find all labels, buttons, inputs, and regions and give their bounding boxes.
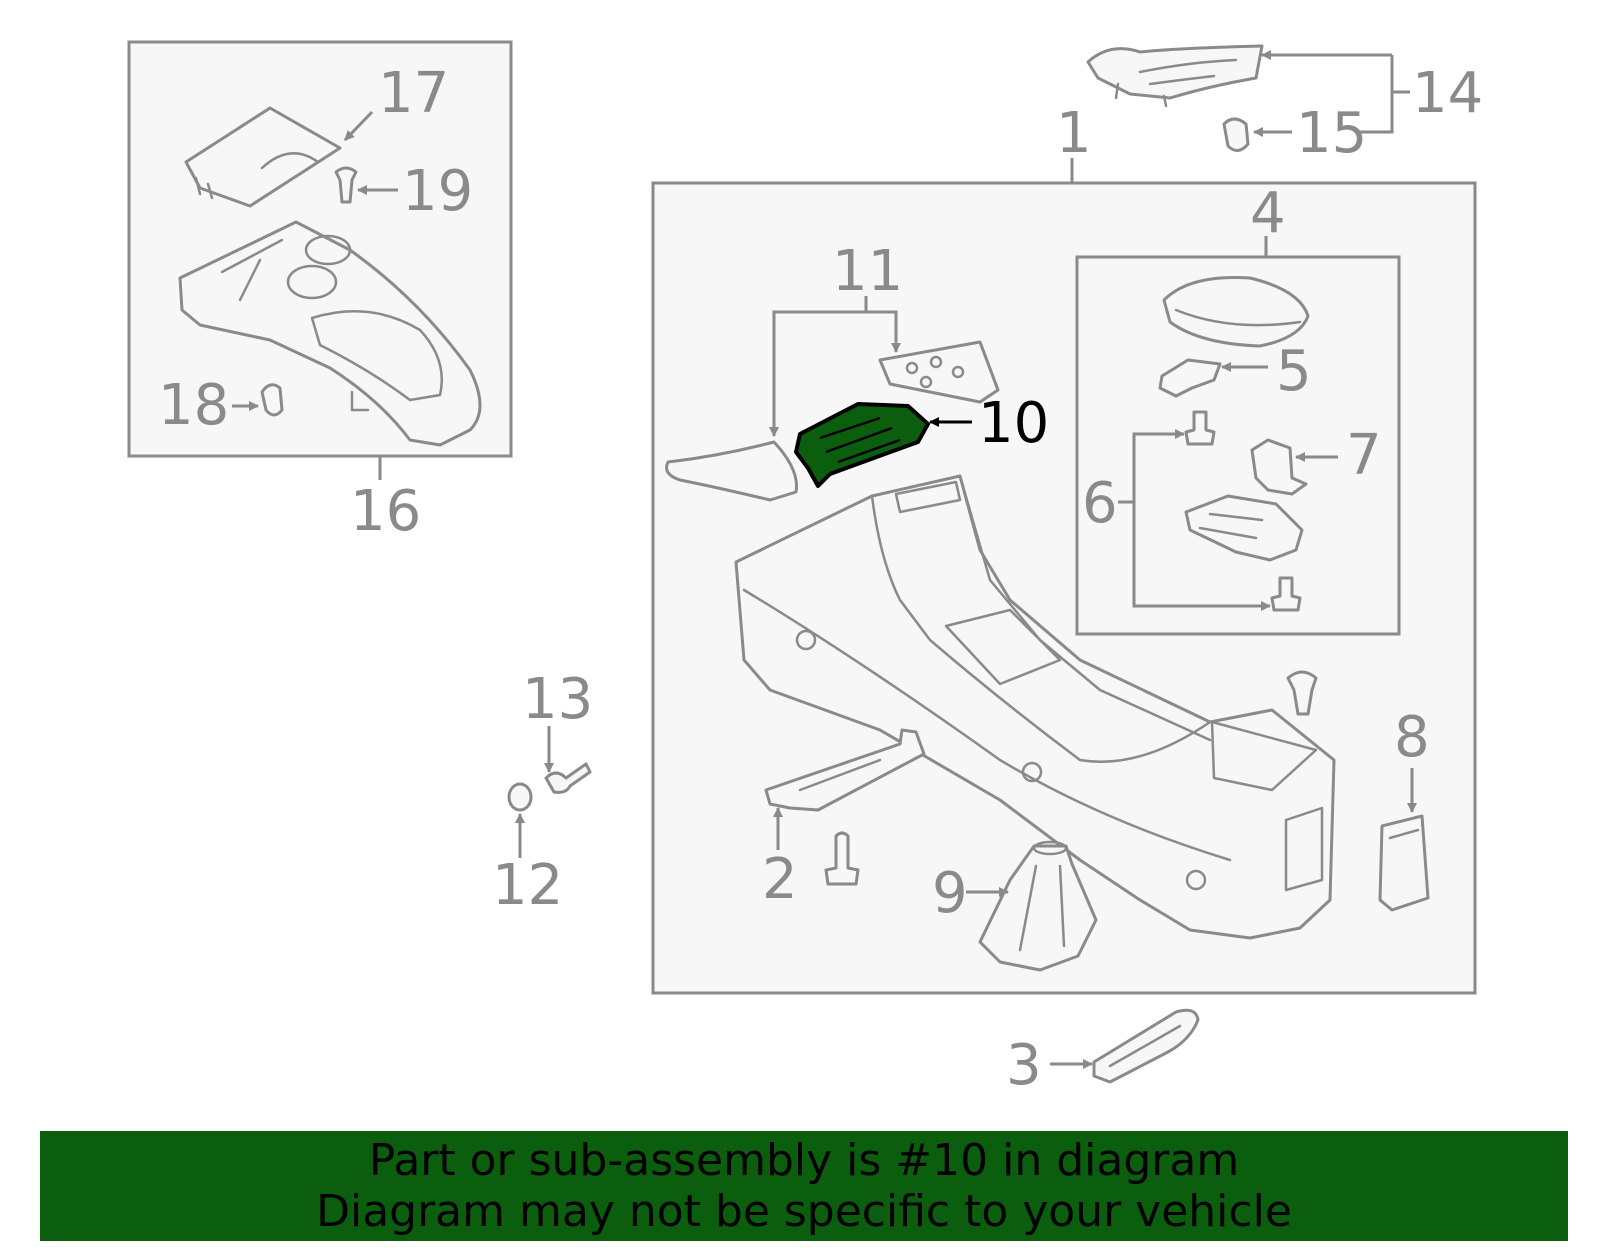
part-10-highlighted [794, 402, 930, 488]
part-8-panel [1378, 814, 1430, 912]
callout-9: 9 [932, 861, 968, 926]
leader-lines [232, 50, 1417, 1069]
callout-19: 19 [402, 159, 473, 224]
callout-5: 5 [1276, 339, 1312, 404]
part-1-screw [1286, 670, 1318, 716]
part-6-base [1184, 494, 1304, 562]
part-2-bracket [764, 728, 926, 812]
callout-4: 4 [1250, 181, 1286, 246]
callout-11: 11 [832, 239, 903, 304]
part-11-panel-right [878, 340, 1000, 404]
callout-3: 3 [1006, 1033, 1042, 1098]
footer-banner: Part or sub-assembly is #10 in diagram D… [40, 1131, 1568, 1241]
footer-line-2: Diagram may not be specific to your vehi… [316, 1186, 1292, 1237]
callout-7: 7 [1346, 423, 1382, 488]
callout-2: 2 [762, 847, 798, 912]
part-17-lid [184, 106, 342, 208]
part-6-screw-lower [1270, 576, 1302, 612]
callout-17: 17 [378, 61, 449, 126]
part-18-clip [260, 383, 284, 417]
callout-13: 13 [522, 667, 593, 732]
part-13-bolt [544, 762, 592, 794]
part-16-console [178, 220, 482, 447]
part-14-bezel [1086, 44, 1264, 108]
part-3-handle [1092, 1008, 1200, 1084]
part-1-console [734, 474, 1336, 940]
part-6-screw-upper [1184, 410, 1216, 446]
part-9-shift-boot [978, 840, 1098, 972]
part-5-latch [1158, 358, 1222, 398]
callout-18: 18 [158, 373, 229, 438]
part-15-clip [1222, 117, 1250, 152]
callout-6: 6 [1082, 471, 1118, 536]
part-2-screw [824, 831, 860, 886]
footer-line-1: Part or sub-assembly is #10 in diagram [368, 1135, 1240, 1186]
part-7-bracket [1250, 438, 1308, 496]
part-11-panel-left [665, 440, 799, 502]
part-4-armrest [1162, 276, 1310, 348]
part-19-screw [334, 166, 358, 204]
callout-16: 16 [350, 479, 421, 544]
callout-8: 8 [1394, 705, 1430, 770]
callout-1: 1 [1056, 101, 1092, 166]
callout-15: 15 [1296, 101, 1367, 166]
callout-12: 12 [492, 853, 563, 918]
callout-10-highlighted: 10 [978, 391, 1049, 456]
part-12-oring [507, 782, 533, 812]
callout-14: 14 [1412, 61, 1483, 126]
